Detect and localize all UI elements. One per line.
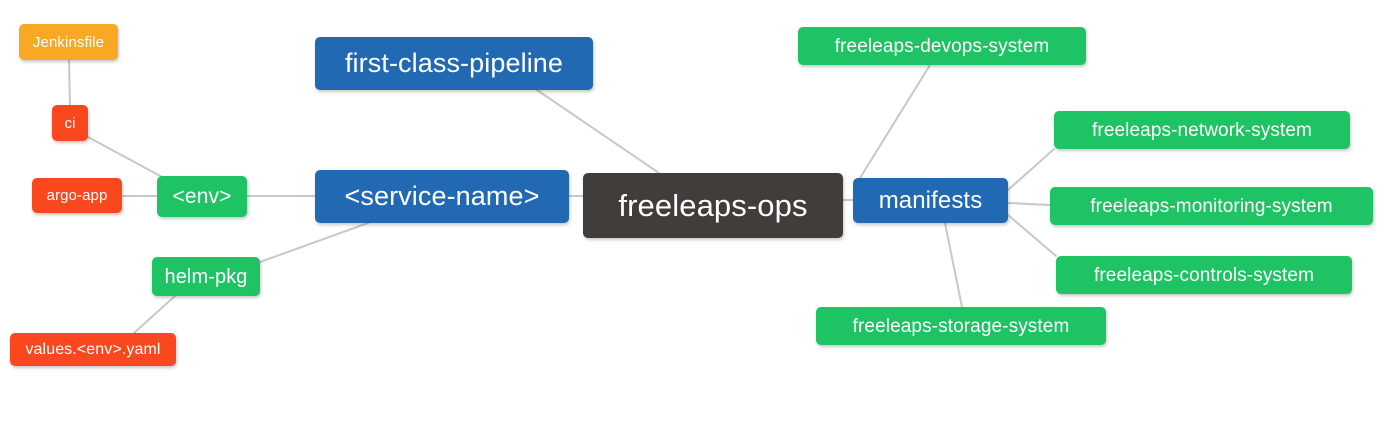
edge-manifests-monitoring (1007, 202, 1051, 206)
edge-manifests-storage (944, 222, 963, 308)
edge-manifests-controls (1007, 214, 1057, 257)
node-label-freeleaps-network-system: freeleaps-network-system (1092, 119, 1312, 141)
node-freeleaps-devops-system[interactable]: freeleaps-devops-system (798, 27, 1086, 65)
edge-valuesyaml-helmpkg (133, 295, 176, 334)
node-label-ci: ci (64, 114, 76, 132)
edge-helmpkg-servicename (259, 222, 369, 263)
node-freeleaps-storage-system[interactable]: freeleaps-storage-system (816, 307, 1106, 345)
node-freeleaps-ops[interactable]: freeleaps-ops (583, 173, 843, 238)
edge-firstclasspipeline-ops (536, 89, 660, 174)
node-label-freeleaps-storage-system: freeleaps-storage-system (852, 315, 1070, 337)
node-freeleaps-network-system[interactable]: freeleaps-network-system (1054, 111, 1350, 149)
node-freeleaps-controls-system[interactable]: freeleaps-controls-system (1056, 256, 1352, 294)
node-env[interactable]: <env> (157, 176, 247, 217)
edge-manifests-devops (859, 64, 931, 179)
node-service-name[interactable]: <service-name> (315, 170, 569, 223)
node-label-freeleaps-monitoring-system: freeleaps-monitoring-system (1090, 195, 1333, 217)
node-label-freeleaps-controls-system: freeleaps-controls-system (1093, 264, 1315, 286)
edge-jenkinsfile-ci (68, 59, 71, 106)
node-freeleaps-monitoring-system[interactable]: freeleaps-monitoring-system (1050, 187, 1373, 225)
node-label-env: <env> (172, 185, 232, 208)
node-label-freeleaps-devops-system: freeleaps-devops-system (834, 35, 1050, 57)
node-label-first-class-pipeline: first-class-pipeline (344, 48, 564, 78)
node-label-values-env-yaml: values.<env>.yaml (25, 340, 161, 358)
node-label-helm-pkg: helm-pkg (164, 265, 248, 288)
edge-manifests-network (1007, 148, 1055, 191)
node-label-freeleaps-ops: freeleaps-ops (618, 188, 808, 223)
node-first-class-pipeline[interactable]: first-class-pipeline (315, 37, 593, 90)
edge-ci-env (87, 136, 165, 179)
node-manifests[interactable]: manifests (853, 178, 1008, 223)
node-label-jenkinsfile: Jenkinsfile (32, 33, 105, 51)
node-label-argo-app: argo-app (46, 187, 108, 204)
node-label-manifests: manifests (878, 186, 983, 214)
node-label-service-name: <service-name> (344, 181, 540, 211)
node-values-env-yaml[interactable]: values.<env>.yaml (10, 333, 176, 366)
node-argo-app[interactable]: argo-app (32, 178, 122, 213)
node-jenkinsfile[interactable]: Jenkinsfile (19, 24, 118, 60)
node-helm-pkg[interactable]: helm-pkg (152, 257, 260, 296)
node-ci[interactable]: ci (52, 105, 88, 141)
